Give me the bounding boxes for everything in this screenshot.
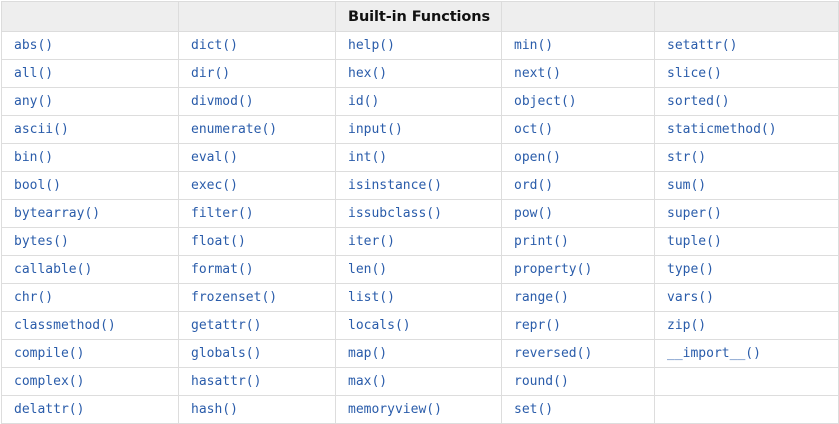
function-link[interactable]: slice() bbox=[654, 59, 839, 88]
table-row: all()dir()hex()next()slice() bbox=[1, 59, 839, 88]
table-row: chr()frozenset()list()range()vars() bbox=[1, 283, 839, 312]
function-link[interactable]: eval() bbox=[178, 143, 336, 172]
table-row: complex()hasattr()max()round() bbox=[1, 367, 839, 396]
function-link[interactable]: sorted() bbox=[654, 87, 839, 116]
empty-cell bbox=[654, 395, 839, 424]
table-title-built-in-functions: Built-in Functions bbox=[335, 1, 502, 32]
table-body: abs()dict()help()min()setattr()all()dir(… bbox=[1, 31, 839, 424]
function-link[interactable]: ascii() bbox=[1, 115, 179, 144]
function-link[interactable]: range() bbox=[501, 283, 655, 312]
function-link[interactable]: locals() bbox=[335, 311, 502, 340]
function-link[interactable]: bytearray() bbox=[1, 199, 179, 228]
function-link[interactable]: memoryview() bbox=[335, 395, 502, 424]
empty-cell bbox=[654, 367, 839, 396]
table-header-cell-1 bbox=[1, 1, 179, 32]
table-header-cell-2 bbox=[178, 1, 336, 32]
function-link[interactable]: str() bbox=[654, 143, 839, 172]
function-link[interactable]: any() bbox=[1, 87, 179, 116]
function-link[interactable]: min() bbox=[501, 31, 655, 60]
function-link[interactable]: isinstance() bbox=[335, 171, 502, 200]
function-link[interactable]: property() bbox=[501, 255, 655, 284]
table-row: bytearray()filter()issubclass()pow()supe… bbox=[1, 199, 839, 228]
table-row: any()divmod()id()object()sorted() bbox=[1, 87, 839, 116]
function-link[interactable]: hash() bbox=[178, 395, 336, 424]
function-link[interactable]: print() bbox=[501, 227, 655, 256]
function-link[interactable]: super() bbox=[654, 199, 839, 228]
table-header-cell-5 bbox=[654, 1, 839, 32]
table-header: Built-in Functions bbox=[1, 1, 839, 32]
function-link[interactable]: chr() bbox=[1, 283, 179, 312]
function-link[interactable]: bytes() bbox=[1, 227, 179, 256]
function-link[interactable]: id() bbox=[335, 87, 502, 116]
function-link[interactable]: staticmethod() bbox=[654, 115, 839, 144]
table-row: ascii()enumerate()input()oct()staticmeth… bbox=[1, 115, 839, 144]
function-link[interactable]: zip() bbox=[654, 311, 839, 340]
function-link[interactable]: reversed() bbox=[501, 339, 655, 368]
function-link[interactable]: repr() bbox=[501, 311, 655, 340]
function-link[interactable]: getattr() bbox=[178, 311, 336, 340]
function-link[interactable]: iter() bbox=[335, 227, 502, 256]
function-link[interactable]: len() bbox=[335, 255, 502, 284]
table-header-cell-4 bbox=[501, 1, 655, 32]
function-link[interactable]: delattr() bbox=[1, 395, 179, 424]
function-link[interactable]: format() bbox=[178, 255, 336, 284]
table-row: callable()format()len()property()type() bbox=[1, 255, 839, 284]
function-link[interactable]: abs() bbox=[1, 31, 179, 60]
function-link[interactable]: setattr() bbox=[654, 31, 839, 60]
function-link[interactable]: list() bbox=[335, 283, 502, 312]
function-link[interactable]: int() bbox=[335, 143, 502, 172]
function-link[interactable]: classmethod() bbox=[1, 311, 179, 340]
function-link[interactable]: max() bbox=[335, 367, 502, 396]
table-row: abs()dict()help()min()setattr() bbox=[1, 31, 839, 60]
function-link[interactable]: set() bbox=[501, 395, 655, 424]
function-link[interactable]: bool() bbox=[1, 171, 179, 200]
table-header-row: Built-in Functions bbox=[1, 1, 839, 32]
function-link[interactable]: sum() bbox=[654, 171, 839, 200]
function-link[interactable]: open() bbox=[501, 143, 655, 172]
function-link[interactable]: round() bbox=[501, 367, 655, 396]
function-link[interactable]: vars() bbox=[654, 283, 839, 312]
table-row: bytes()float()iter()print()tuple() bbox=[1, 227, 839, 256]
function-link[interactable]: enumerate() bbox=[178, 115, 336, 144]
function-link[interactable]: __import__() bbox=[654, 339, 839, 368]
table-row: bin()eval()int()open()str() bbox=[1, 143, 839, 172]
function-link[interactable]: exec() bbox=[178, 171, 336, 200]
function-link[interactable]: next() bbox=[501, 59, 655, 88]
function-link[interactable]: all() bbox=[1, 59, 179, 88]
function-link[interactable]: tuple() bbox=[654, 227, 839, 256]
table-row: compile()globals()map()reversed()__impor… bbox=[1, 339, 839, 368]
table-row: bool()exec()isinstance()ord()sum() bbox=[1, 171, 839, 200]
function-link[interactable]: dir() bbox=[178, 59, 336, 88]
table-row: classmethod()getattr()locals()repr()zip(… bbox=[1, 311, 839, 340]
function-link[interactable]: bin() bbox=[1, 143, 179, 172]
function-link[interactable]: pow() bbox=[501, 199, 655, 228]
function-link[interactable]: hex() bbox=[335, 59, 502, 88]
function-link[interactable]: complex() bbox=[1, 367, 179, 396]
function-link[interactable]: frozenset() bbox=[178, 283, 336, 312]
function-link[interactable]: filter() bbox=[178, 199, 336, 228]
function-link[interactable]: object() bbox=[501, 87, 655, 116]
function-link[interactable]: ord() bbox=[501, 171, 655, 200]
function-link[interactable]: hasattr() bbox=[178, 367, 336, 396]
function-link[interactable]: compile() bbox=[1, 339, 179, 368]
function-link[interactable]: float() bbox=[178, 227, 336, 256]
function-link[interactable]: dict() bbox=[178, 31, 336, 60]
function-link[interactable]: help() bbox=[335, 31, 502, 60]
function-link[interactable]: divmod() bbox=[178, 87, 336, 116]
table-row: delattr()hash()memoryview()set() bbox=[1, 395, 839, 424]
function-link[interactable]: globals() bbox=[178, 339, 336, 368]
function-link[interactable]: oct() bbox=[501, 115, 655, 144]
function-link[interactable]: map() bbox=[335, 339, 502, 368]
function-link[interactable]: type() bbox=[654, 255, 839, 284]
function-link[interactable]: issubclass() bbox=[335, 199, 502, 228]
function-link[interactable]: input() bbox=[335, 115, 502, 144]
function-link[interactable]: callable() bbox=[1, 255, 179, 284]
